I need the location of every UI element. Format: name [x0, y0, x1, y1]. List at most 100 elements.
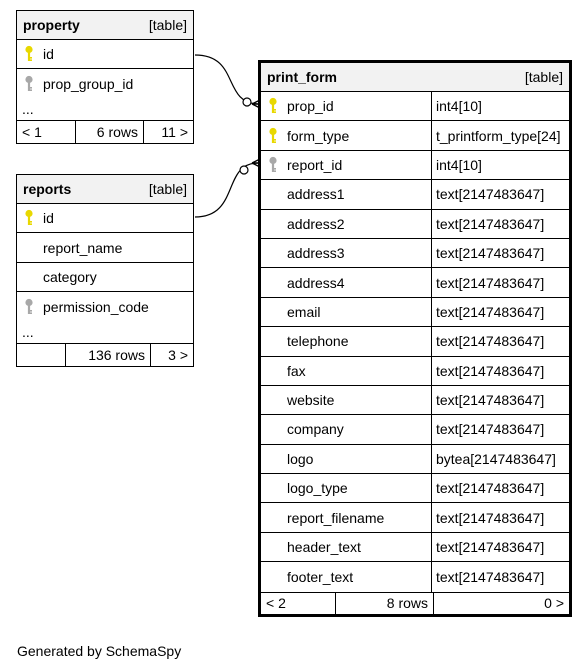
column-type: text[2147483647]	[436, 480, 545, 497]
table-footer: < 1 6 rows 11 >	[17, 120, 193, 143]
column-name: website	[261, 385, 432, 415]
table-kind: [table]	[148, 17, 187, 33]
foreign-key-icon	[25, 298, 33, 314]
relationship-reports-to-print-form	[194, 162, 259, 218]
column-name: logo_type	[261, 474, 432, 503]
column-name: fax	[261, 356, 432, 385]
more-columns-ellipsis: ...	[17, 99, 193, 121]
column-name: address3	[261, 238, 432, 268]
column-name: report_name	[43, 239, 123, 256]
parents-count[interactable]: < 1	[22, 123, 42, 140]
column-name: id	[43, 46, 54, 63]
children-count[interactable]: 0 >	[433, 592, 569, 614]
column-name: prop_id	[261, 92, 432, 121]
column-name: logo	[261, 444, 432, 474]
table-row[interactable]: prop_group_id	[17, 69, 193, 98]
primary-key-icon	[25, 46, 33, 62]
table-row[interactable]: category	[17, 263, 193, 293]
table-header: property [table]	[17, 11, 193, 40]
column-name: header_text	[261, 532, 432, 562]
column-type: text[2147483647]	[436, 215, 545, 232]
table-property[interactable]: property [table] id prop_group_id ... < 1…	[16, 10, 194, 144]
children-count[interactable]: 3 >	[150, 343, 193, 366]
primary-key-icon	[269, 127, 277, 143]
column-type: text[2147483647]	[436, 245, 545, 262]
column-name: email	[261, 297, 432, 327]
table-name[interactable]: print_form	[267, 69, 337, 85]
column-name: report_filename	[261, 503, 432, 532]
column-type: text[2147483647]	[436, 303, 545, 320]
foreign-key-icon	[269, 156, 277, 172]
column-name: report_id	[261, 150, 432, 180]
parents-count[interactable]	[17, 344, 65, 366]
column-type: t_printform_type[24]	[436, 127, 561, 144]
children-count[interactable]: 11 >	[143, 120, 193, 143]
primary-key-icon	[25, 210, 33, 226]
relationship-reports-optional-marker	[239, 165, 249, 175]
relationship-property-optional-marker	[242, 97, 252, 107]
parents-count[interactable]: < 2	[266, 595, 286, 612]
column-type: text[2147483647]	[436, 392, 545, 409]
table-header: print_form [table]	[261, 63, 569, 92]
column-type: int4[10]	[436, 156, 482, 173]
column-type: text[2147483647]	[436, 186, 545, 203]
column-name: id	[43, 210, 54, 227]
table-footer: 136 rows 3 >	[17, 343, 193, 366]
column-name: footer_text	[261, 562, 432, 592]
column-name: company	[261, 415, 432, 444]
column-name: permission_code	[43, 298, 149, 315]
column-name: prop_group_id	[43, 76, 134, 93]
column-name: form_type	[261, 121, 432, 150]
column-list: id prop_group_id	[17, 40, 193, 99]
row-count: 6 rows	[75, 120, 143, 143]
column-type: text[2147483647]	[436, 274, 545, 291]
table-kind: [table]	[148, 181, 187, 197]
table-row[interactable]: report_name	[17, 233, 193, 263]
column-list: id report_name category permission_code	[17, 204, 193, 322]
table-row[interactable]: id	[17, 40, 193, 70]
table-row[interactable]: permission_code	[17, 292, 193, 321]
column-type: text[2147483647]	[436, 568, 545, 585]
column-name: address2	[261, 209, 432, 238]
column-type: bytea[2147483647]	[436, 450, 556, 467]
column-type: text[2147483647]	[436, 362, 545, 379]
row-count: 136 rows	[65, 343, 150, 366]
column-name: address1	[261, 180, 432, 209]
more-columns-ellipsis: ...	[17, 322, 193, 344]
table-name[interactable]: reports	[23, 181, 72, 197]
column-type: text[2147483647]	[436, 539, 545, 556]
table-row[interactable]: id	[17, 204, 193, 234]
column-name: category	[43, 268, 97, 285]
column-type: text[2147483647]	[436, 421, 545, 438]
row-count: 8 rows	[335, 592, 433, 614]
column-type: int4[10]	[436, 98, 482, 115]
table-reports[interactable]: reports [table] id report_name category per…	[16, 174, 194, 367]
table-name[interactable]: property	[23, 17, 80, 33]
generated-by-label: Generated by SchemaSpy	[17, 643, 182, 659]
table-footer: < 2 8 rows 0 >	[261, 591, 569, 614]
column-type: text[2147483647]	[436, 509, 545, 526]
column-type: text[2147483647]	[436, 333, 545, 350]
column-name: telephone	[261, 327, 432, 356]
relationship-property-to-print-form	[194, 54, 259, 105]
primary-key-icon	[269, 98, 277, 114]
